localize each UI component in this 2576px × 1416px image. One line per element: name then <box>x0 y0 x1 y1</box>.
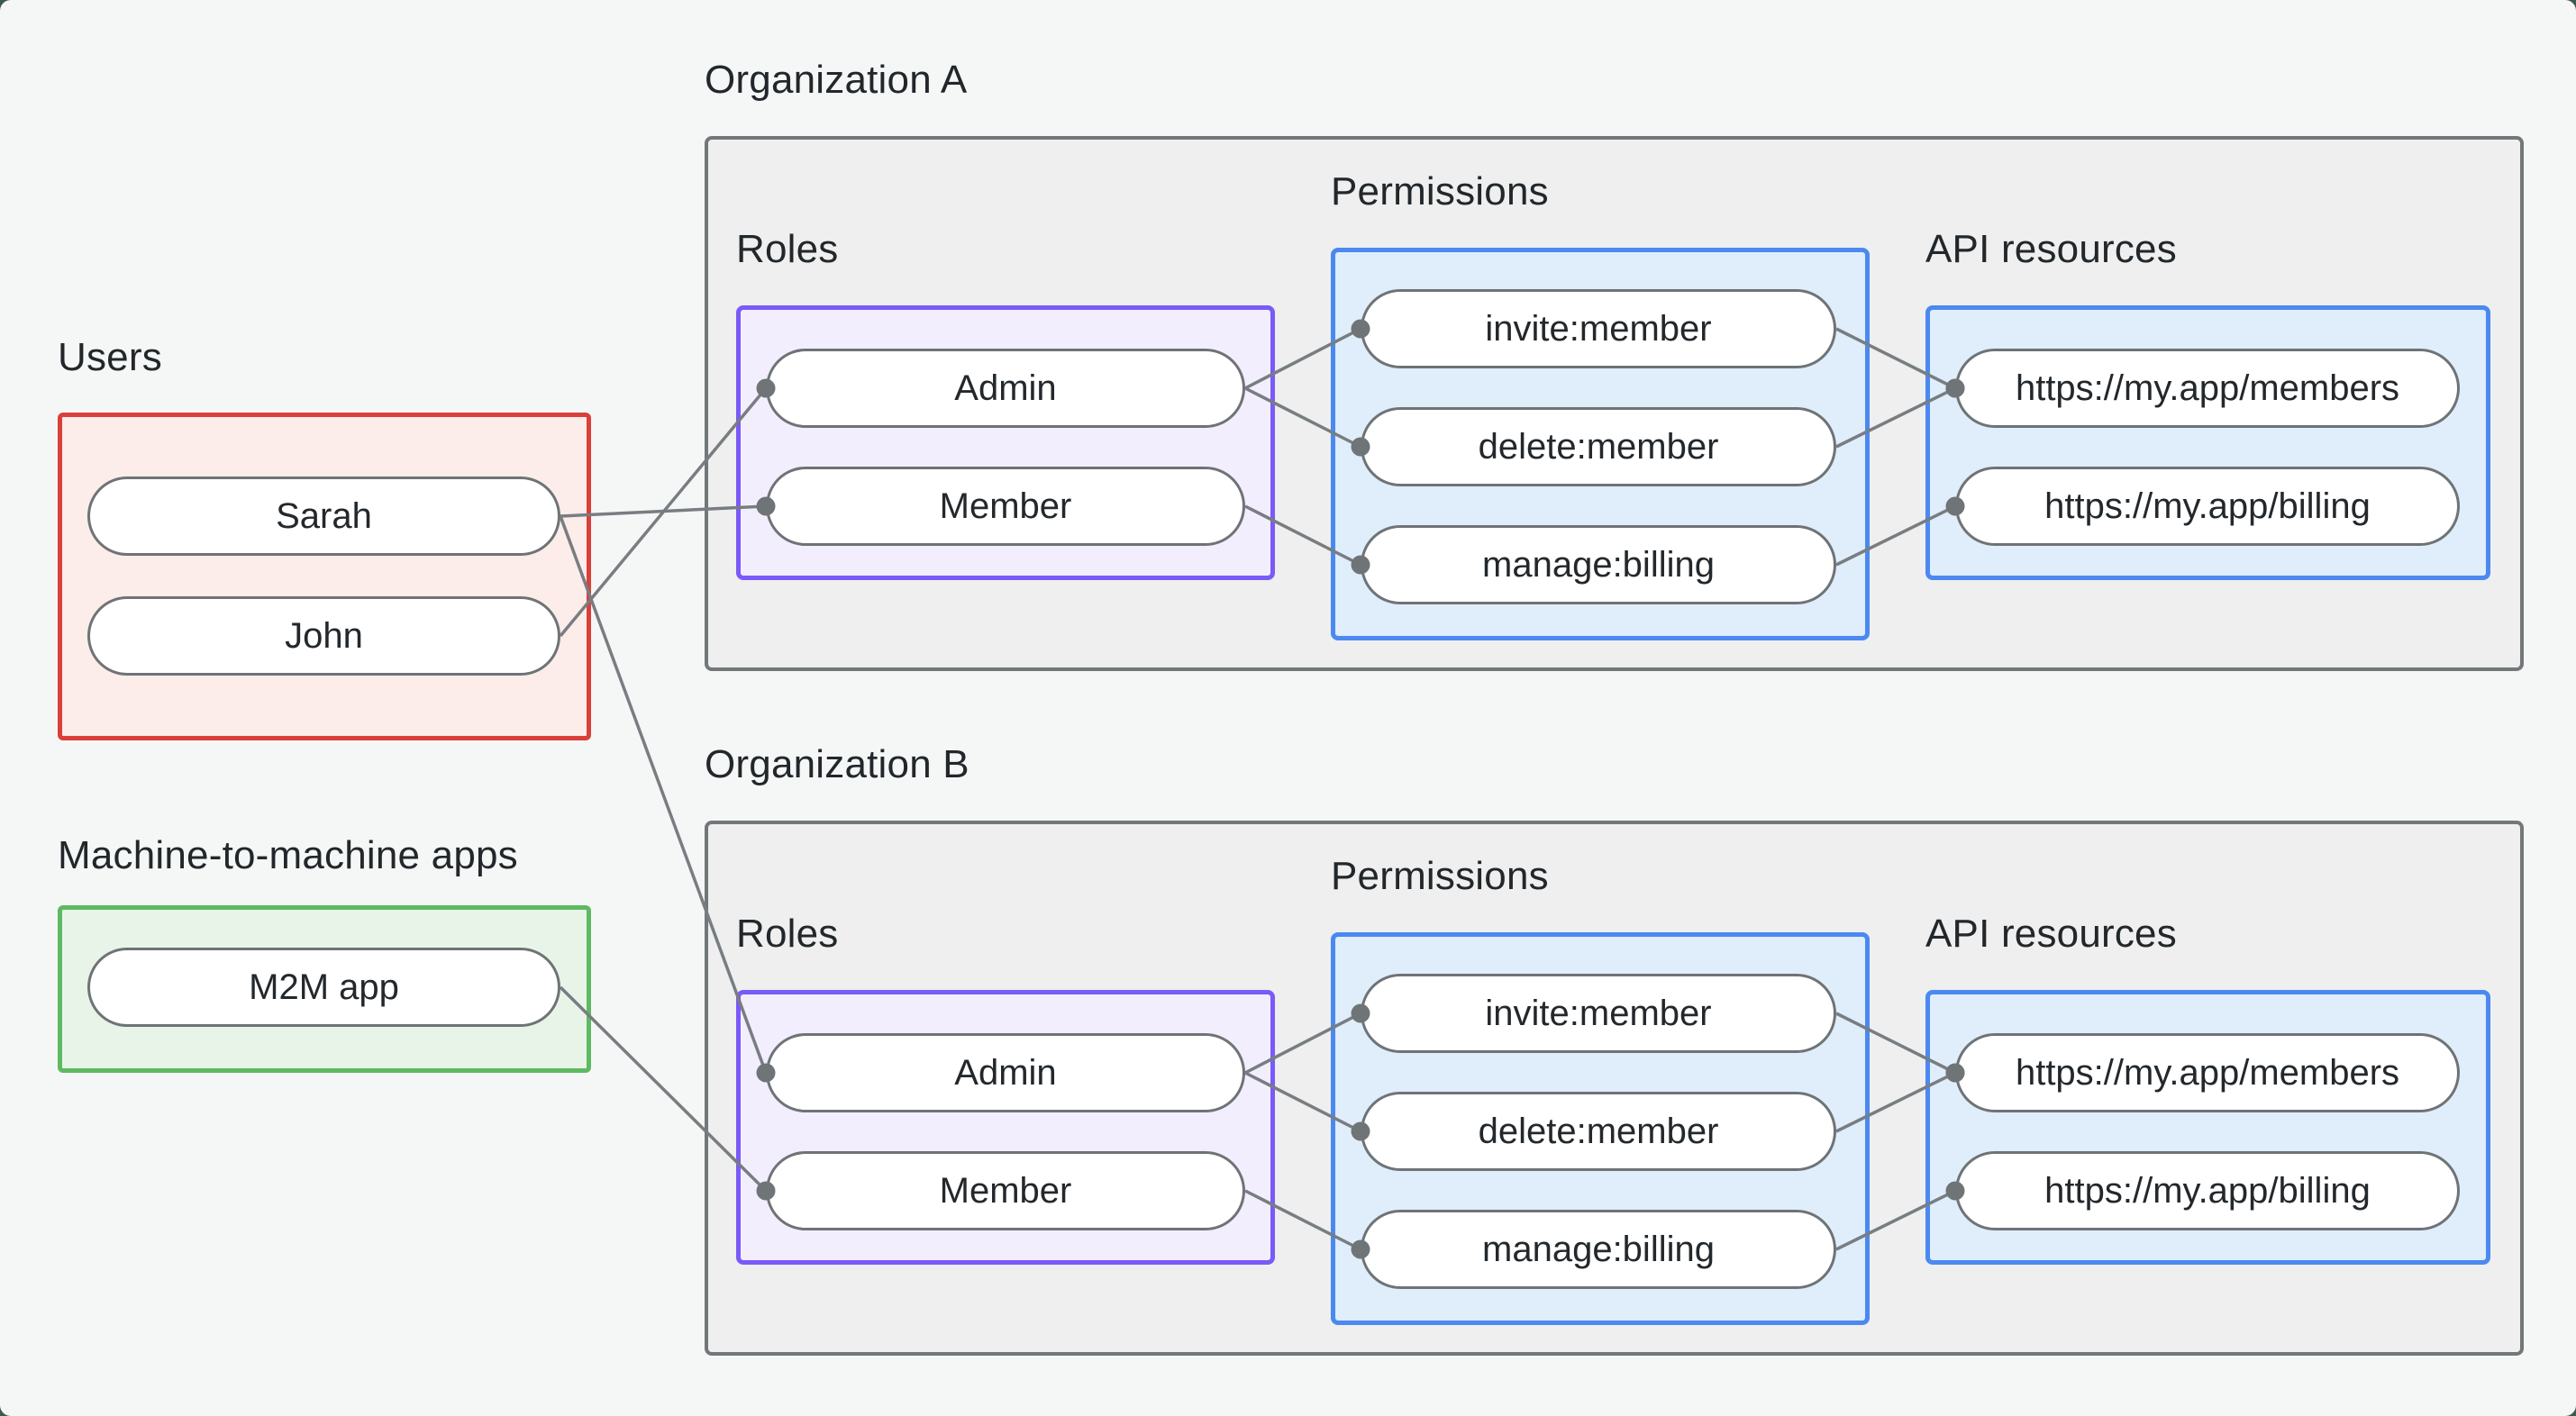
org-a-api-members: https://my.app/members <box>1955 349 2460 428</box>
org-b-role-member: Member <box>766 1151 1245 1230</box>
user-node-john: John <box>87 596 560 676</box>
org-a-role-admin: Admin <box>766 349 1245 428</box>
m2m-group-label: Machine-to-machine apps <box>58 833 518 877</box>
users-group-label: Users <box>58 335 162 379</box>
org-b-api-members: https://my.app/members <box>1955 1033 2460 1112</box>
org-a-role-member: Member <box>766 467 1245 546</box>
org-b-api-billing: https://my.app/billing <box>1955 1151 2460 1230</box>
user-node-sarah: Sarah <box>87 477 560 556</box>
org-a-permission-manage-billing: manage:billing <box>1361 525 1836 604</box>
org-a-permission-invite-member: invite:member <box>1361 289 1836 368</box>
org-b-api-label: API resources <box>1925 912 2177 956</box>
org-a-label: Organization A <box>705 58 968 102</box>
org-a-permissions-label: Permissions <box>1331 169 1549 213</box>
org-a-permission-delete-member: delete:member <box>1361 407 1836 486</box>
org-b-permission-invite-member: invite:member <box>1361 974 1836 1053</box>
org-b-permission-manage-billing: manage:billing <box>1361 1210 1836 1289</box>
org-b-role-admin: Admin <box>766 1033 1245 1112</box>
org-b-permissions-label: Permissions <box>1331 854 1549 898</box>
org-b-permission-delete-member: delete:member <box>1361 1092 1836 1171</box>
org-a-roles-label: Roles <box>736 227 839 271</box>
m2m-node-app: M2M app <box>87 948 560 1027</box>
org-b-label: Organization B <box>705 742 969 786</box>
org-b-roles-label: Roles <box>736 912 839 956</box>
org-a-api-billing: https://my.app/billing <box>1955 467 2460 546</box>
users-group-box <box>58 413 591 740</box>
org-a-api-label: API resources <box>1925 227 2177 271</box>
